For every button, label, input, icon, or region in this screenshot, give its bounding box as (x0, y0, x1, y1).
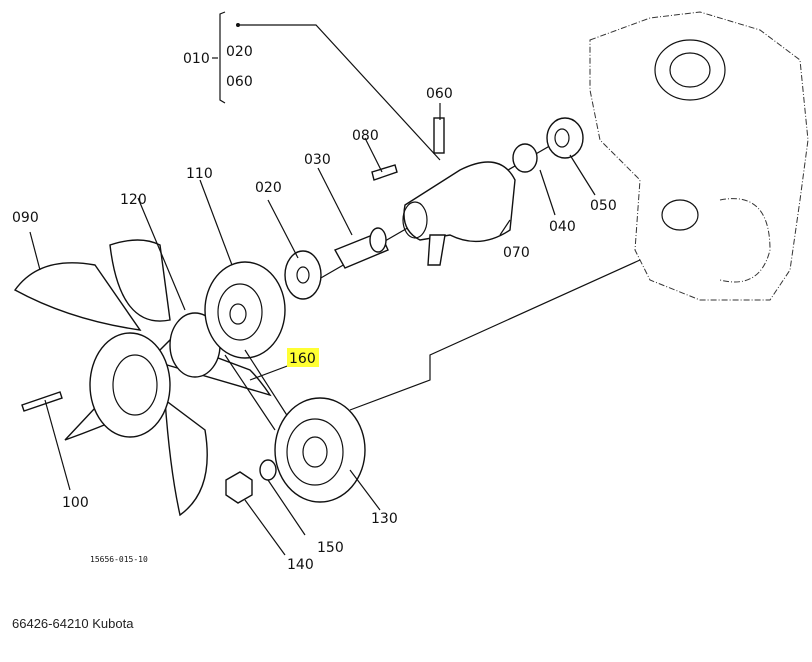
fan-pulley (204, 261, 286, 359)
label-020: 020 (255, 180, 282, 196)
shaft-bearing (334, 227, 389, 269)
flange (284, 250, 322, 300)
label-080: 080 (352, 128, 379, 144)
fan (13, 239, 272, 517)
label-010: 010 (183, 51, 210, 67)
label-140: 140 (287, 557, 314, 573)
label-100: 100 (62, 495, 89, 511)
label-kit-from: 020 (226, 44, 253, 60)
fan-bolt (21, 391, 63, 412)
label-070: 070 (503, 245, 530, 261)
water-pump (402, 117, 516, 266)
label-kit-to: 060 (226, 74, 253, 90)
v-belt (224, 349, 291, 431)
engine-block (589, 11, 809, 301)
label-040: 040 (549, 219, 576, 235)
seal (512, 143, 538, 173)
label-060: 060 (426, 86, 453, 102)
label-110: 110 (186, 166, 213, 182)
label-030: 030 (304, 152, 331, 168)
label-120: 120 (120, 192, 147, 208)
label-130: 130 (371, 511, 398, 527)
washer (259, 459, 277, 481)
caption: 66426-64210 Kubota (12, 616, 134, 631)
drawing-code: 15656-015-10 (90, 555, 148, 564)
thermostat-housing (546, 117, 584, 159)
label-050: 050 (590, 198, 617, 214)
nut (225, 471, 253, 504)
label-pointers (29, 103, 596, 556)
label-160: 160 (289, 351, 316, 367)
highlight-160 (287, 348, 319, 367)
label-150: 150 (317, 540, 344, 556)
label-090: 090 (12, 210, 39, 226)
bolt (371, 164, 398, 181)
crank-pulley (274, 397, 366, 503)
